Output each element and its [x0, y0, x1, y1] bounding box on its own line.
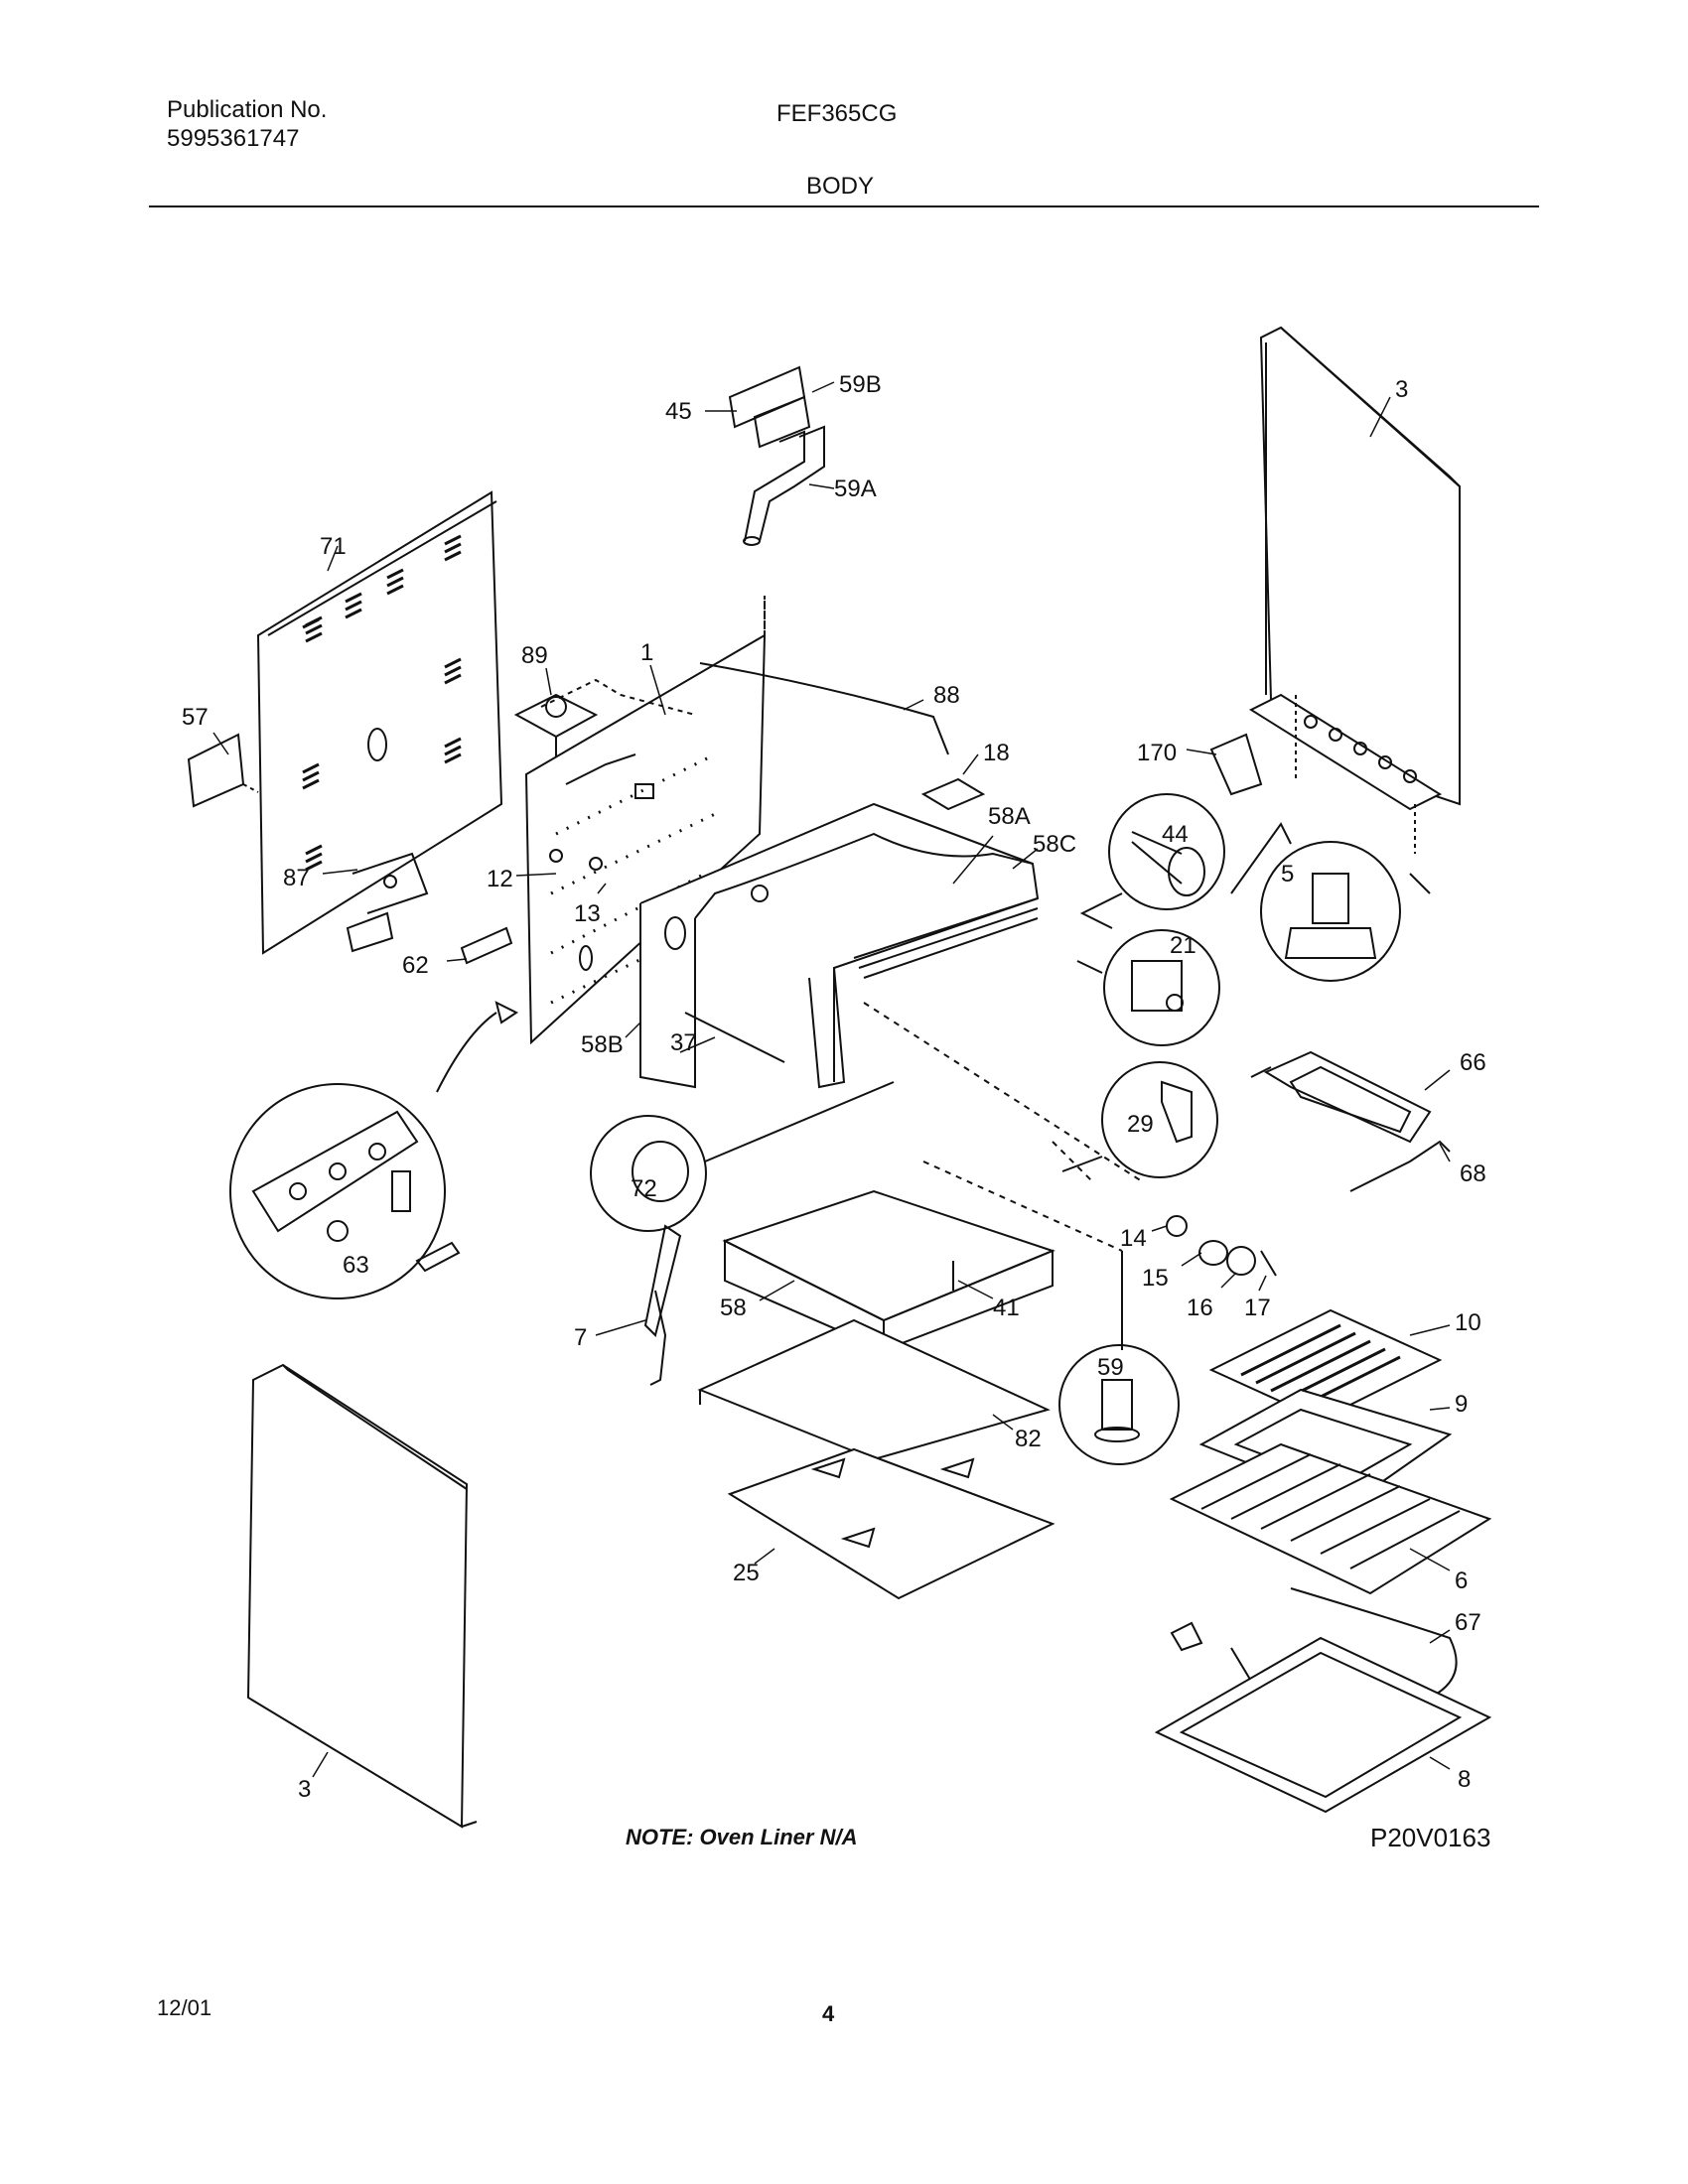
callout-leveling-leg-5: [1230, 822, 1431, 982]
part-label: 9: [1455, 1391, 1468, 1418]
door-hinge-part: [643, 1224, 682, 1386]
bracket-part-57: [187, 733, 245, 808]
vent-assembly-part: [728, 365, 825, 546]
part-label: 58A: [988, 803, 1031, 830]
part-label: 58: [720, 1295, 747, 1321]
part-label: 12: [487, 866, 513, 892]
part-labels: 3 45 59B 59A 71 57 89 1 88 18 170 44 5 5…: [182, 371, 1486, 1803]
diagram-note: NOTE: Oven Liner N/A: [626, 1825, 858, 1849]
callout-clip-29: [1061, 1061, 1218, 1178]
callout-leveler-44: [1079, 793, 1225, 929]
part-label: 59: [1097, 1354, 1124, 1381]
part-label: 37: [670, 1029, 697, 1056]
part-label: 16: [1187, 1295, 1213, 1321]
section-title: BODY: [806, 173, 875, 200]
part-label: 58C: [1033, 831, 1076, 858]
part-label: 8: [1458, 1766, 1471, 1793]
part-label: 59A: [834, 476, 877, 502]
part-label: 57: [182, 704, 209, 731]
footer-date: 12/01: [157, 1995, 212, 2020]
part-label: 72: [631, 1175, 657, 1202]
drawing-code: P20V0163: [1370, 1823, 1491, 1852]
part-label: 58B: [581, 1031, 624, 1058]
callout-connector-59: [1058, 1344, 1180, 1465]
broil-element-part: [1250, 1050, 1451, 1192]
callout-bulb-72: [590, 1081, 895, 1232]
bracket-part-18: [920, 777, 986, 811]
part-label: 3: [298, 1776, 311, 1803]
part-label: 18: [983, 740, 1010, 766]
lamp-lens-part: [1226, 1246, 1256, 1276]
door-panel-part-right: [1248, 326, 1461, 811]
part-label: 21: [1170, 932, 1196, 959]
part-label: 10: [1455, 1309, 1481, 1336]
part-label: 82: [1015, 1426, 1042, 1452]
insulation-blanket-part: [722, 1189, 1055, 1352]
part-label: 62: [402, 952, 429, 979]
model-number: FEF365CG: [776, 100, 898, 127]
lamp-bulb-part: [1198, 1240, 1228, 1266]
bracket-part-170: [1209, 733, 1263, 796]
publication-number: 5995361747: [167, 125, 300, 152]
part-label: 6: [1455, 1568, 1468, 1594]
wire-part-88: [699, 662, 949, 755]
part-label: 87: [283, 865, 310, 891]
part-label: 170: [1137, 740, 1177, 766]
callout-terminal-block-62: [229, 1001, 518, 1299]
part-label: 25: [733, 1560, 760, 1586]
bracket-part-89: [513, 693, 599, 756]
part-label: 5: [1281, 861, 1294, 887]
bottom-panel-part-25: [727, 1447, 1055, 1600]
part-label: 66: [1460, 1049, 1486, 1076]
lamp-socket-part: [1166, 1215, 1188, 1237]
header-rule: [149, 205, 1539, 207]
part-label: 41: [993, 1295, 1020, 1321]
bake-element-bracket: [1170, 1621, 1203, 1652]
bottom-panel-part-82: [697, 1318, 1051, 1461]
part-label: 13: [574, 900, 601, 927]
part-label: 67: [1455, 1609, 1481, 1636]
oven-insulation-part: [639, 802, 1040, 1089]
rear-panel-part: [256, 490, 503, 955]
part-label: 59B: [839, 371, 882, 398]
part-label: 68: [1460, 1160, 1486, 1187]
part-label: 45: [665, 398, 692, 425]
side-panel-part-left: [246, 1363, 478, 1829]
part-label: 63: [343, 1252, 369, 1279]
oven-bottom-part: [1154, 1636, 1492, 1814]
part-label: 89: [521, 642, 548, 669]
part-label: 29: [1127, 1111, 1154, 1138]
callout-clip-21: [1076, 929, 1220, 1046]
part-label: 15: [1142, 1265, 1169, 1292]
part-label: 17: [1244, 1295, 1271, 1321]
part-label: 3: [1395, 376, 1408, 403]
part-label: 71: [320, 533, 347, 560]
lamp-wire-part: [1260, 1250, 1277, 1277]
part-label: 7: [574, 1324, 587, 1351]
part-label: 44: [1162, 821, 1189, 848]
terminal-block-part: [460, 926, 513, 965]
page-number: 4: [822, 2001, 835, 2026]
publication-label: Publication No.: [167, 96, 328, 123]
part-label: 1: [640, 639, 653, 666]
oven-rack-part: [1169, 1442, 1492, 1595]
part-label: 88: [933, 682, 960, 709]
part-label: 14: [1120, 1225, 1147, 1252]
